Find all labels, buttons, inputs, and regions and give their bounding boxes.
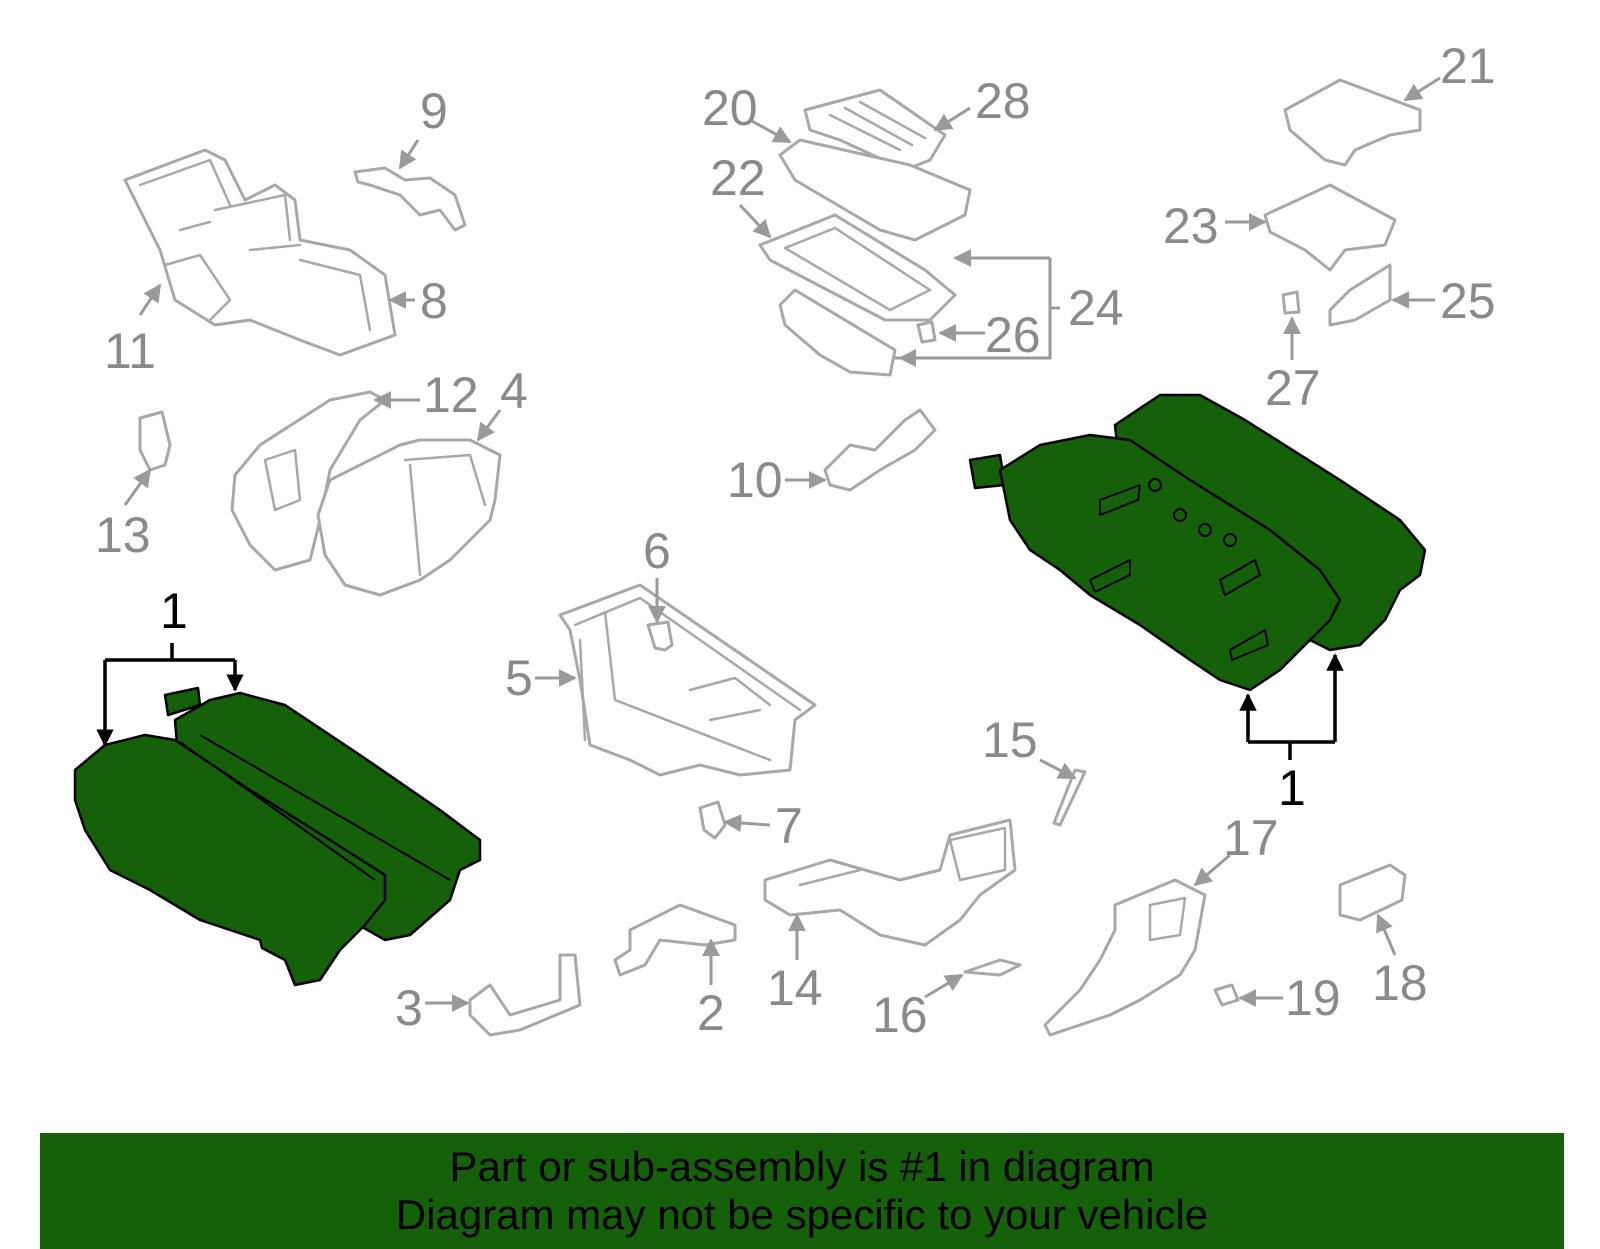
part-8-cupholder [123, 148, 397, 357]
leader-lines [123, 76, 1441, 1012]
callout-20: 20 [702, 80, 758, 136]
callout-19: 19 [1285, 970, 1341, 1026]
callout-15: 15 [982, 712, 1038, 768]
callout-24: 24 [1068, 280, 1124, 336]
callout-14: 14 [767, 960, 823, 1016]
callout-10: 10 [727, 452, 783, 508]
part-14-duct [763, 818, 1017, 947]
part-23 [1263, 183, 1397, 272]
callout-17: 17 [1223, 810, 1279, 866]
part-13 [138, 410, 172, 472]
part-1-armrest-left [73, 686, 482, 987]
callout-5: 5 [505, 650, 533, 706]
banner-line-2: Diagram may not be specific to your vehi… [395, 1191, 1209, 1238]
part-7 [698, 800, 727, 840]
part-19-clip [1213, 983, 1240, 1007]
part-5-bin [558, 583, 817, 777]
part-20-28-lid [778, 88, 972, 242]
callout-23: 23 [1163, 198, 1219, 254]
part-15-bolt [1052, 768, 1087, 827]
part-12-4-housing [230, 390, 502, 597]
callout-27: 27 [1265, 360, 1321, 416]
part-1-armrest-right [968, 393, 1427, 692]
part-17-trim [1043, 878, 1207, 1037]
callout-25: 25 [1440, 273, 1496, 329]
callout-labels: 1 1 2 3 4 5 6 7 8 9 10 11 12 13 14 15 16… [95, 38, 1496, 1043]
part-26-screw [916, 320, 937, 344]
callout-2: 2 [697, 985, 725, 1041]
part-22-tray [758, 213, 957, 322]
part-9-clip [353, 166, 467, 232]
callout-3: 3 [395, 980, 423, 1036]
callout-4: 4 [500, 363, 528, 419]
callout-13: 13 [95, 507, 151, 563]
part-21 [1283, 78, 1422, 167]
banner-line-1: Part or sub-assembly is #1 in diagram [449, 1143, 1155, 1190]
callout-9: 9 [420, 83, 448, 139]
callout-1-right: 1 [1278, 760, 1306, 816]
callout-8: 8 [420, 273, 448, 329]
callout-12: 12 [423, 367, 479, 423]
part-2-bracket [613, 903, 737, 977]
callout-1-left: 1 [160, 583, 188, 639]
callout-21: 21 [1440, 38, 1496, 94]
part-24-bracket [778, 288, 897, 377]
callout-16: 16 [872, 987, 928, 1043]
callout-6: 6 [643, 523, 671, 579]
part-16-clip [963, 958, 1022, 977]
callout-26: 26 [985, 307, 1041, 363]
part-18 [1338, 863, 1407, 922]
info-banner: Part or sub-assembly is #1 in diagram Di… [40, 1133, 1564, 1249]
part-25 [1328, 263, 1392, 327]
part-3-bracket [468, 953, 582, 1037]
leader-lines-part-1 [96, 643, 1344, 760]
callout-28: 28 [975, 73, 1031, 129]
callout-11: 11 [104, 323, 156, 379]
callout-18: 18 [1372, 955, 1428, 1011]
callout-7: 7 [775, 798, 803, 854]
part-27 [1281, 290, 1301, 315]
part-10 [823, 408, 937, 492]
callout-22: 22 [710, 150, 766, 206]
